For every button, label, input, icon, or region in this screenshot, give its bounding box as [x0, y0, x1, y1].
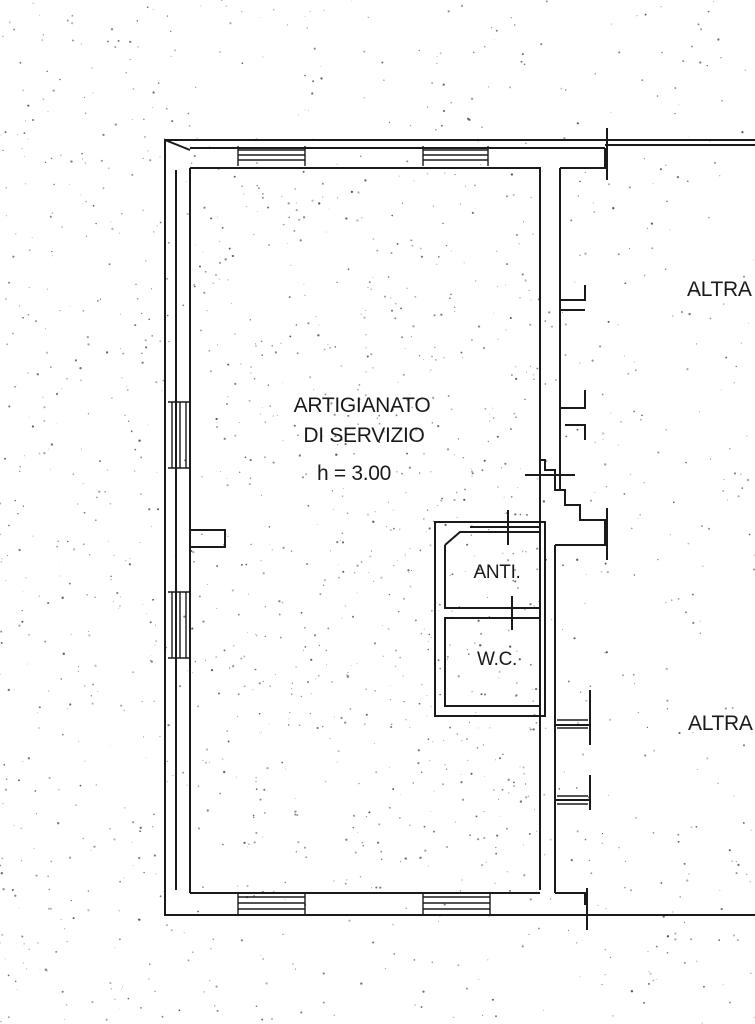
corridor-jog-1 — [560, 285, 586, 301]
ceiling-height-label: h = 3.00 — [317, 462, 391, 485]
corridor-jog-3 — [560, 390, 586, 409]
stair-steps — [540, 459, 606, 546]
wc-room — [444, 617, 541, 707]
bottom-right-inner — [555, 892, 586, 905]
service-block-outer — [434, 521, 546, 717]
neighbor-unit-top-label: ALTRA — [687, 278, 752, 301]
room-labels: ARTIGIANATO DI SERVIZIO h = 3.00 ANTI. W… — [294, 278, 754, 735]
anti-room — [444, 531, 541, 609]
corridor-top-wall — [560, 148, 606, 169]
corridor-jog-4 — [565, 424, 586, 440]
neighbor-unit-bottom-label: ALTRA — [688, 712, 753, 735]
door-right-hatch-2 — [557, 795, 588, 805]
door-right-hatch-1 — [557, 719, 588, 729]
wc-room-label: W.C. — [477, 649, 517, 670]
window-top-left — [237, 146, 306, 166]
left-outer-wall — [164, 138, 191, 916]
top-inner-wall — [190, 167, 541, 520]
window-left-upper — [168, 401, 190, 469]
window-bottom-left — [237, 893, 306, 915]
window-top-right — [422, 146, 489, 166]
main-room-label-line2: DI SERVIZIO — [303, 424, 424, 447]
left-pier — [190, 529, 226, 548]
walls — [164, 128, 755, 930]
window-bottom-right — [422, 893, 491, 915]
window-left-lower — [168, 591, 190, 659]
anti-room-label: ANTI. — [473, 562, 520, 583]
windows — [168, 146, 588, 915]
main-room-label-line1: ARTIGIANATO — [294, 394, 431, 417]
